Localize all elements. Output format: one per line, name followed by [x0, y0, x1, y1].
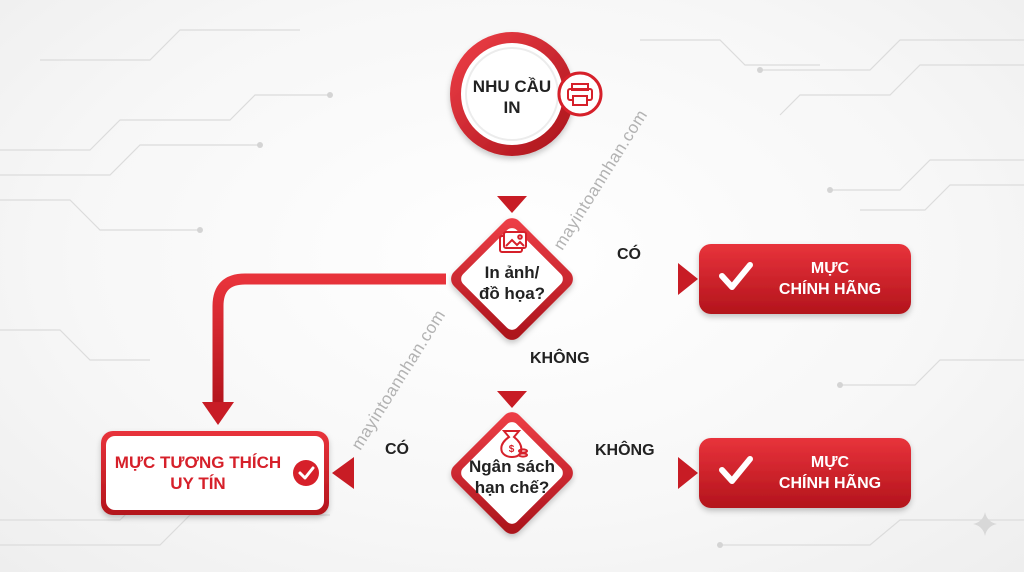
edge-label-d2-no: KHÔNG [595, 442, 655, 459]
edge-label-d1-yes: CÓ [617, 246, 641, 263]
start-node-line2: IN [503, 98, 521, 117]
arrowhead-left [332, 457, 354, 489]
decision-1-label: In ảnh/ đồ họa? [462, 262, 562, 304]
sparkle-icon [973, 512, 997, 536]
result-left-box [101, 431, 329, 515]
image-icon [499, 231, 527, 253]
start-node [450, 32, 574, 156]
arrowheads [202, 196, 698, 489]
arrowhead-down-left [202, 402, 234, 425]
result-left-label: MỰC TƯƠNG THÍCH UY TÍN [108, 452, 288, 494]
decision-1-line1: In ảnh/ [484, 263, 540, 282]
edge-label-d1-no: KHÔNG [530, 350, 590, 367]
result-bottom-box [699, 438, 911, 508]
result-bottom-line2: CHÍNH HÃNG [778, 475, 882, 492]
arrowhead-down-1 [497, 196, 527, 213]
edge-label-d2-yes: CÓ [385, 441, 409, 458]
check-icon-top [719, 262, 753, 290]
result-top-line2: CHÍNH HÃNG [778, 281, 882, 298]
arrowhead-right-2 [678, 457, 698, 489]
result-left-line1: MỰC TƯƠNG THÍCH [114, 453, 282, 472]
money-bag-icon: $ [500, 430, 528, 459]
connector-d1-to-left [212, 273, 446, 405]
check-icon-bottom [719, 456, 753, 484]
result-bottom-line1: MỰC [810, 454, 850, 471]
decision-1 [451, 218, 573, 340]
start-node-label: NHU CẦU IN [462, 76, 562, 118]
decision-2-label: Ngân sách hạn chế? [457, 456, 567, 498]
start-node-line1: NHU CẦU [472, 77, 552, 96]
arrowhead-right-1 [678, 263, 698, 295]
result-left-line2: UY TÍN [170, 474, 226, 493]
decision-2 [451, 412, 573, 534]
result-top-label: MỰC CHÍNH HÃNG [755, 258, 905, 300]
result-top-line1: MỰC [810, 260, 850, 277]
decision-2-line2: hạn chế? [474, 478, 550, 497]
svg-text:$: $ [509, 444, 515, 455]
result-bottom-label: MỰC CHÍNH HÃNG [755, 452, 905, 494]
decision-1-line2: đồ họa? [478, 284, 546, 303]
check-circle-icon [293, 460, 319, 486]
printer-icon [557, 71, 603, 117]
result-top-box [699, 244, 911, 314]
arrowhead-down-2 [497, 391, 527, 408]
connectors [212, 150, 680, 479]
decision-2-line1: Ngân sách [469, 457, 555, 476]
